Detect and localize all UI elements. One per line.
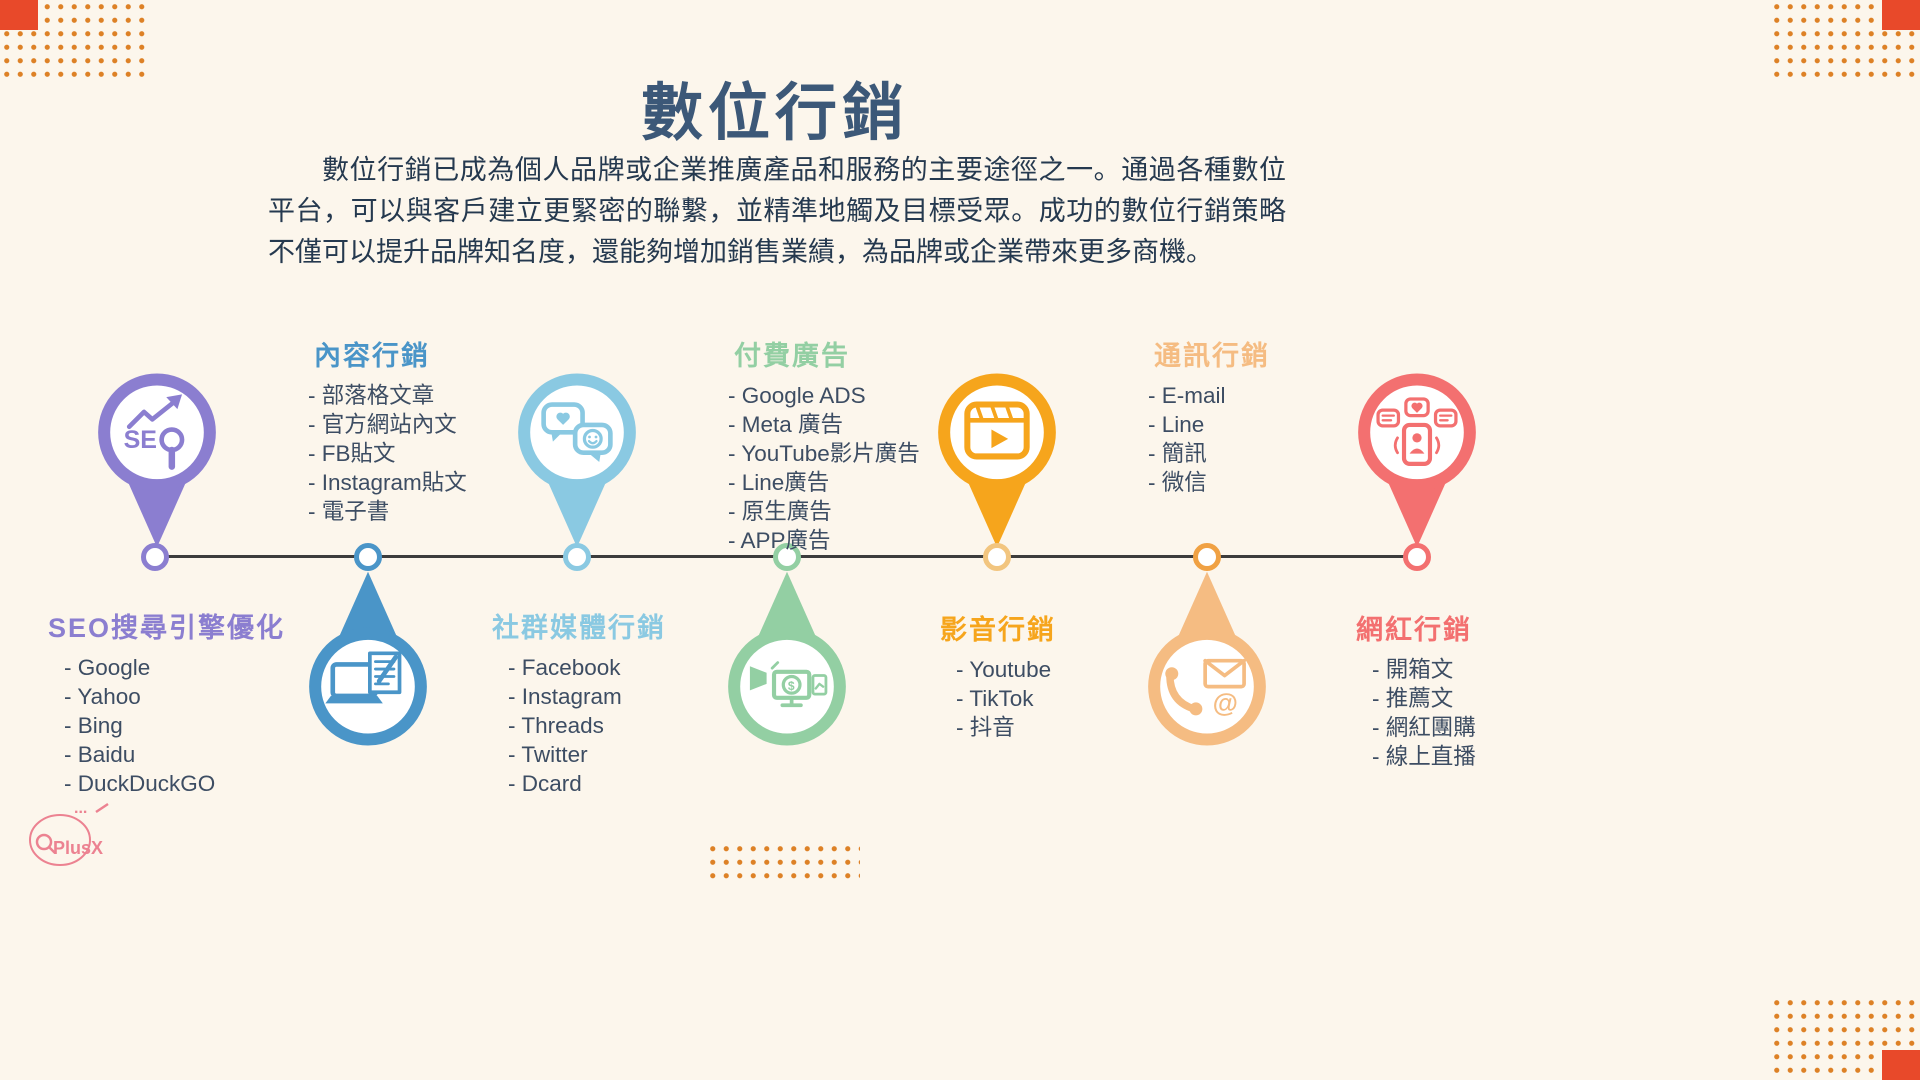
dot-grid-bottom-center: [706, 842, 860, 884]
seo-icon: SE: [124, 394, 185, 470]
list-item: - DuckDuckGO: [64, 771, 216, 796]
corner-square-bottom-right: [1882, 1050, 1920, 1080]
list-item: - Bing: [64, 713, 123, 738]
timeline-node-influencer: [1403, 543, 1431, 571]
list-item: - Line廣告: [728, 470, 830, 495]
list-item: - Facebook: [508, 655, 621, 680]
timeline-node-video: [983, 543, 1011, 571]
section-seo: SEO搜尋引擎優化 - Google- Yahoo- Bing- Baidu- …: [48, 606, 285, 798]
seo-pin: SE: [92, 373, 222, 551]
list-item: - 原生廣告: [728, 499, 832, 524]
list-item: - Instagram貼文: [308, 470, 467, 495]
list-item: - 微信: [1148, 470, 1207, 495]
section-content-marketing: 內容行銷 - 部落格文章- 官方網站內文- FB貼文- Instagram貼文-…: [308, 334, 467, 526]
section-title-paid-ads: 付費廣告: [734, 341, 850, 371]
section-title-influencer: 網紅行銷: [1356, 615, 1472, 645]
list-item: - 簡訊: [1148, 441, 1207, 466]
section-title-seo: SEO搜尋引擎優化: [48, 613, 286, 643]
svg-text:@: @: [1213, 690, 1238, 718]
list-item: - YouTube影片廣告: [728, 441, 920, 466]
timeline-node-messaging: [1193, 543, 1221, 571]
list-item: - 推薦文: [1372, 686, 1454, 711]
list-item: - Baidu: [64, 742, 136, 767]
list-item: - 網紅團購: [1372, 715, 1476, 740]
section-items-video-marketing: - Youtube - TikTok - 抖音: [940, 655, 1056, 742]
section-social-media: 社群媒體行銷 - Facebook - Instagram - Threads - T…: [492, 606, 666, 798]
list-item: - APP廣告: [728, 528, 831, 553]
list-item: - 開箱文: [1372, 657, 1454, 682]
logo-dots: ...: [74, 800, 87, 817]
list-item: - 電子書: [308, 499, 390, 524]
list-item: - Twitter: [508, 742, 588, 767]
section-title-messaging: 通訊行銷: [1154, 341, 1270, 371]
list-item: - Line: [1148, 412, 1205, 437]
section-items-social-media: - Facebook - Instagram - Threads - Twitter -…: [492, 653, 666, 798]
intro-paragraph: 數位行銷已成為個人品牌或企業推廣產品和服務的主要途徑之一。通過各種數位平台，可以…: [268, 155, 1286, 268]
section-title-social-media: 社群媒體行銷: [492, 613, 666, 643]
list-item: - 抖音: [956, 715, 1015, 740]
content-marketing-icon: [325, 651, 402, 704]
section-items-paid-ads: - Google ADS - Meta 廣告 - YouTube影片廣告 - Line…: [728, 381, 920, 555]
corner-square-top-right: [1882, 0, 1920, 30]
list-item: - Threads: [508, 713, 604, 738]
svg-text:$: $: [788, 679, 795, 693]
list-item: - E-mail: [1148, 383, 1226, 408]
influencer-pin: [1352, 373, 1482, 551]
section-title-video-marketing: 影音行銷: [940, 615, 1056, 645]
influencer-icon: [1376, 397, 1458, 466]
corner-square-top-left: [0, 0, 38, 30]
section-messaging: 通訊行銷 - E-mail - Line - 簡訊 - 微信: [1148, 334, 1270, 497]
paid-ads-pin: $: [722, 568, 852, 746]
paid-ads-icon: $: [749, 661, 828, 708]
section-video-marketing: 影音行銷 - Youtube - TikTok - 抖音: [940, 608, 1056, 742]
list-item: - TikTok: [956, 686, 1034, 711]
section-items-influencer: - 開箱文 - 推薦文 - 網紅團購 - 線上直播: [1356, 655, 1476, 771]
section-items-content-marketing: - 部落格文章 - 官方網站內文 - FB貼文 - Instagram貼文 - 電子書: [308, 381, 467, 526]
list-item: - Yahoo: [64, 684, 141, 709]
section-items-seo: - Google - Yahoo - Bing - Baidu - DuckDuckGO: [48, 653, 285, 798]
list-item: - 部落格文章: [308, 383, 435, 408]
timeline-node-ads: [773, 543, 801, 571]
section-title-content-marketing: 內容行銷: [314, 341, 430, 371]
messaging-pin: @: [1142, 568, 1272, 746]
timeline-node-content: [354, 543, 382, 571]
section-paid-ads: 付費廣告 - Google ADS- Meta 廣告- YouTube影片廣告-…: [728, 334, 920, 555]
svg-text:SE: SE: [124, 426, 157, 454]
list-item: - Meta 廣告: [728, 412, 844, 437]
list-item: - 線上直播: [1372, 744, 1476, 769]
section-items-messaging: - E-mail - Line - 簡訊 - 微信: [1148, 381, 1270, 497]
plusx-logo: ... PlusX: [22, 800, 122, 874]
video-marketing-icon: [964, 401, 1030, 460]
pencil-icon: [95, 802, 109, 814]
timeline-node-seo: [141, 543, 169, 571]
video-marketing-pin: [932, 373, 1062, 551]
social-media-icon: [541, 402, 613, 462]
timeline-node-social: [563, 543, 591, 571]
list-item: - Google ADS: [728, 383, 866, 408]
list-item: - Instagram: [508, 684, 622, 709]
magnifier-icon: [35, 833, 53, 851]
page-title: 數位行銷: [640, 76, 909, 149]
messaging-icon: @: [1165, 658, 1246, 718]
social-media-pin: [512, 373, 642, 551]
content-marketing-pin: [303, 568, 433, 746]
list-item: - Google: [64, 655, 151, 680]
list-item: - FB貼文: [308, 441, 396, 466]
logo-text: PlusX: [53, 838, 103, 858]
list-item: - Youtube: [956, 657, 1052, 682]
section-influencer: 網紅行銷 - 開箱文 - 推薦文 - 網紅團購 - 線上直播: [1356, 608, 1476, 771]
list-item: - 官方網站內文: [308, 412, 457, 437]
list-item: - Dcard: [508, 771, 582, 796]
